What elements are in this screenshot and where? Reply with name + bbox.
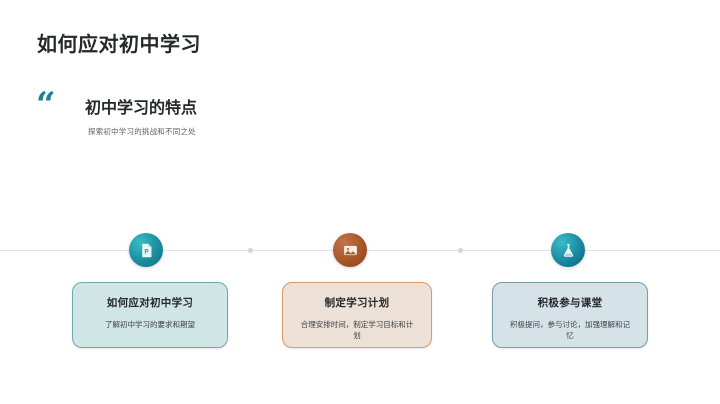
card-title: 如何应对初中学习 (106, 297, 194, 309)
card-item[interactable]: 制定学习计划 合理安排时间，制定学习目标和计划 (282, 282, 432, 348)
quote-mark-icon: “ (36, 85, 56, 125)
card-description: 合理安排时间，制定学习目标和计划 (300, 320, 414, 341)
card-title: 制定学习计划 (324, 297, 390, 309)
card-description: 积极提问，参与讨论，加强理解和记忆 (510, 320, 630, 341)
card-item[interactable]: 积极参与课堂 积极提问，参与讨论，加强理解和记忆 (492, 282, 648, 348)
page-title: 如何应对初中学习 (37, 34, 201, 56)
card-description: 了解初中学习的要求和期望 (105, 320, 195, 329)
flask-beaker-icon[interactable] (551, 233, 585, 267)
section-header-group: “ 初中学习的特点 探索初中学习的挑战和不同之处 (36, 85, 456, 152)
svg-text:P: P (144, 248, 149, 255)
timeline-dot (458, 248, 463, 253)
card-item[interactable]: 如何应对初中学习 了解初中学习的要求和期望 (72, 282, 228, 348)
image-picture-icon[interactable] (333, 233, 367, 267)
timeline-dot (248, 248, 253, 253)
section-subtitle: 探索初中学习的挑战和不同之处 (88, 127, 196, 136)
section-heading: 初中学习的特点 (85, 100, 198, 117)
card-title: 积极参与课堂 (537, 297, 603, 309)
document-p-icon[interactable]: P (129, 233, 163, 267)
